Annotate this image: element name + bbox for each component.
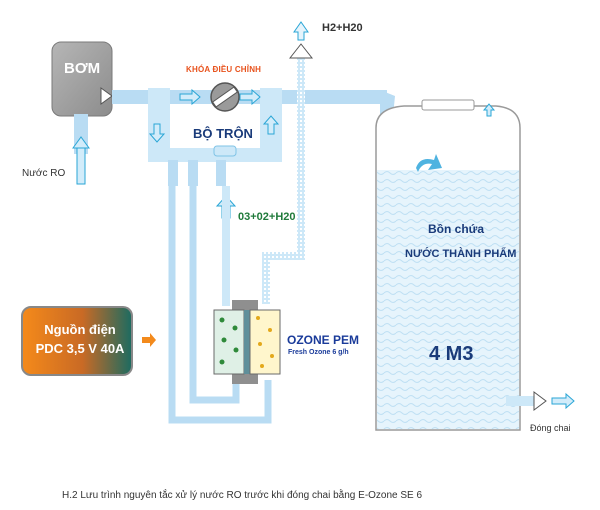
pump-label: BƠM xyxy=(64,60,101,77)
mixer-nozzle xyxy=(213,145,237,157)
bottling-pipe xyxy=(506,396,536,406)
pem-bubbles xyxy=(219,316,274,368)
power-supply-line2: PDC 3,5 V 40A xyxy=(35,341,125,356)
pem-top-cap xyxy=(232,300,258,310)
ozone-gas-pipe xyxy=(222,186,230,306)
inlet-arrow-head xyxy=(72,136,90,149)
tank-lid xyxy=(421,99,475,111)
inlet-arrow xyxy=(76,145,86,185)
pem-right-cell xyxy=(249,309,281,375)
pump-body xyxy=(51,41,113,117)
figure-caption: H.2 Lưu trình nguyên tắc xử lý nước RO t… xyxy=(62,490,423,501)
vent-outlet-triangle xyxy=(288,43,314,59)
tank-inflow-swirl xyxy=(416,154,442,172)
outlet-right-arrow xyxy=(239,88,261,106)
tank-label-line1: Bồn chứa xyxy=(428,222,485,236)
vent-up-arrow xyxy=(293,21,309,41)
pem-left-cell xyxy=(213,309,245,375)
bottling-label: Đóng chai xyxy=(530,423,571,433)
tank-vent-arrow xyxy=(482,103,496,117)
bottling-valve xyxy=(533,391,547,411)
mixer-right-arrow xyxy=(179,88,201,106)
mixer-stub-mid xyxy=(188,160,198,186)
valve-label: KHÓA ĐIỀU CHỈNH xyxy=(186,65,262,74)
tank-water xyxy=(377,170,519,429)
vent-pipe-horizontal xyxy=(262,252,305,260)
vent-pipe-down xyxy=(262,252,270,304)
loop-pipe-outer xyxy=(168,186,272,424)
pem-membrane xyxy=(244,310,250,374)
mixer-label: BỘ TRỘN xyxy=(193,126,253,141)
vent-pipe xyxy=(297,58,305,258)
mixer-down-arrow-left xyxy=(148,123,166,143)
bottling-arrow xyxy=(551,392,575,410)
gas-outlet-label: H2+H20 xyxy=(322,22,363,34)
mixer-up-arrow-right xyxy=(262,115,280,135)
pem-bottom-cap xyxy=(232,374,258,384)
mixer-stub-right xyxy=(216,160,226,186)
ozone-unit-name: OZONE PEM xyxy=(287,333,360,347)
inlet-label: Nước RO xyxy=(22,168,66,179)
power-supply-box xyxy=(21,306,133,376)
power-supply-line1: Nguồn điện xyxy=(44,322,116,337)
gas-feed-label: 03+02+H20 xyxy=(238,211,296,223)
ozone-unit-subtitle: Fresh Ozone 6 g/h xyxy=(288,349,349,356)
power-arrow xyxy=(142,333,156,347)
tank-label-line2: NƯỚC THÀNH PHẨM xyxy=(405,248,517,260)
valve-handle xyxy=(211,86,239,108)
pump-outlet-arrow xyxy=(100,87,113,105)
mixer-stub-left xyxy=(168,160,178,186)
loop-pipe-inner xyxy=(189,186,240,404)
tank-volume: 4 M3 xyxy=(429,343,474,365)
